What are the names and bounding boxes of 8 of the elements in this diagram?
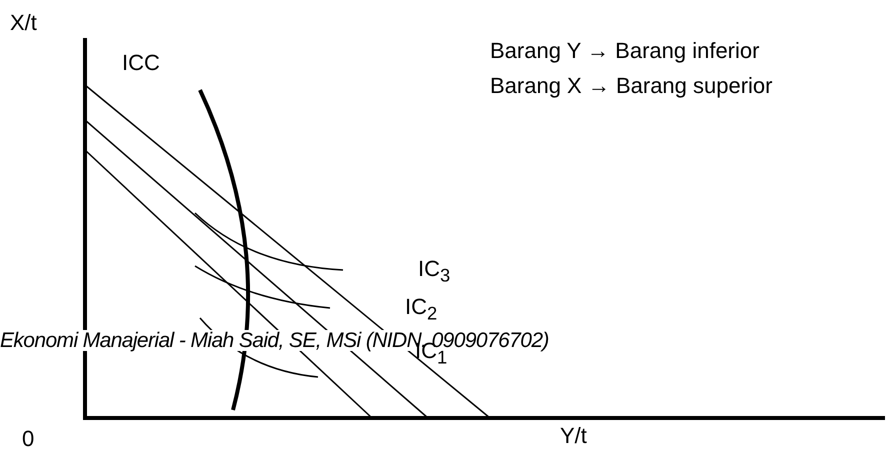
- axis-label: X/t: [10, 12, 37, 34]
- curve-label: ICC: [122, 52, 160, 74]
- note-text: Barang X → Barang superior: [490, 75, 772, 97]
- axis-label: 0: [22, 428, 34, 450]
- axis-label: Y/t: [560, 425, 587, 447]
- curve-label: IC$_{2}$: [405, 296, 438, 323]
- curve-label: IC$_{3}$: [418, 258, 450, 285]
- note-text: Barang Y → Barang inferior: [490, 40, 760, 62]
